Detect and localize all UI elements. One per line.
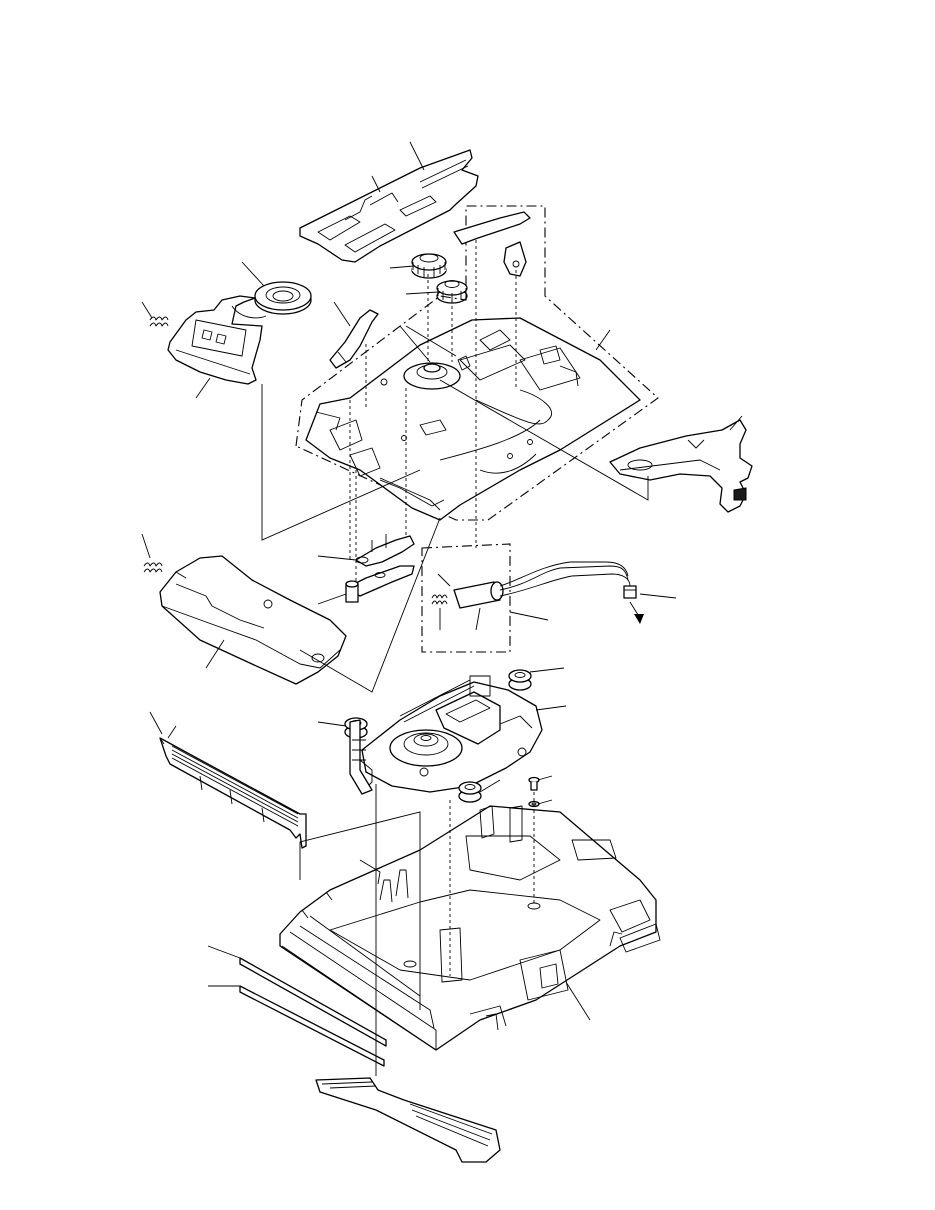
assembly-lines <box>175 240 649 1076</box>
gear-large <box>411 253 447 279</box>
callout-leaders <box>141 141 743 1021</box>
cam-plate-right <box>609 419 753 513</box>
spring-left-middle <box>143 562 163 573</box>
lever-arm <box>329 309 379 369</box>
damper-rubber-bottom <box>458 781 482 803</box>
bottom-chassis <box>279 805 661 1051</box>
main-chassis-plate <box>295 205 659 521</box>
motor-connector <box>623 585 644 624</box>
spring-left-upper <box>149 316 169 327</box>
drive-gear-assembly <box>403 355 471 390</box>
front-disc-guide <box>159 555 347 685</box>
screw <box>528 776 540 791</box>
top-slide-plate <box>299 149 479 263</box>
loading-lever-upper-right <box>453 211 531 277</box>
clamp-arm-bracket <box>167 295 267 385</box>
flat-cable <box>315 719 501 1163</box>
front-shield-plate <box>159 725 307 849</box>
guide-rail-lower <box>239 985 385 1067</box>
guide-rail-upper <box>239 957 387 1047</box>
loading-motor-assembly <box>421 543 631 653</box>
damper-rubber-right-top <box>508 669 532 691</box>
small-lever-lower <box>345 565 415 603</box>
traverse-mechanism <box>359 675 543 793</box>
gear-small <box>436 280 468 304</box>
disc-clamper <box>254 281 312 315</box>
small-lever-upper <box>355 534 415 567</box>
